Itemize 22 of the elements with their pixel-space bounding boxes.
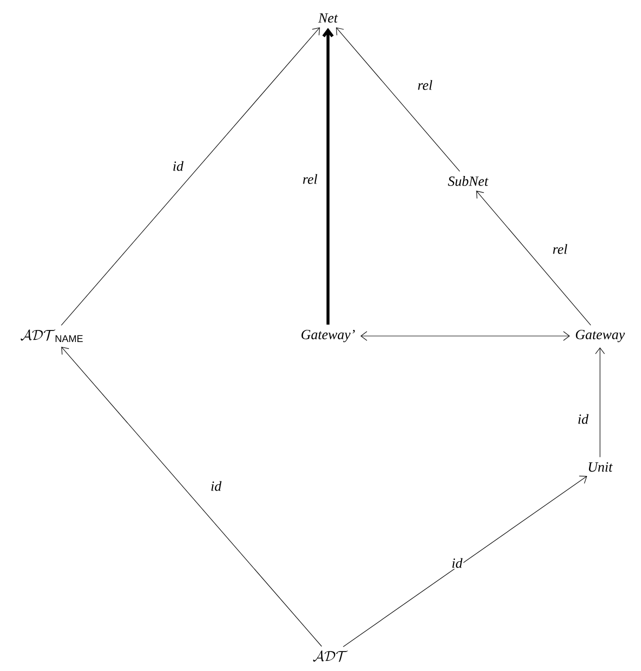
node-label: Gateway’ [302, 330, 355, 342]
arrow [476, 190, 592, 326]
arrow [342, 476, 588, 648]
edge-label: id [210, 480, 222, 492]
node-label: $\mathcal{ADT}_{\mathsf{NAME}}$ [20, 329, 83, 342]
arrow [336, 27, 460, 172]
arrow [60, 27, 320, 326]
edge-label: rel [551, 243, 569, 255]
arrow [61, 346, 322, 647]
edge-label: id [576, 413, 590, 425]
arrow [322, 28, 334, 325]
node-label: Unit [588, 462, 613, 472]
edge-label: id [172, 160, 184, 172]
arrow [360, 331, 570, 341]
node-label: Gateway [576, 330, 625, 342]
node-label: SubNet [448, 176, 488, 186]
edge-label: id [450, 557, 464, 569]
node-label: Net [318, 13, 338, 23]
arrow [595, 347, 605, 458]
edge-label: rel [416, 79, 434, 91]
edge-label: rel [301, 173, 319, 185]
node-label: $\mathcal{ADT}$ [313, 650, 348, 662]
